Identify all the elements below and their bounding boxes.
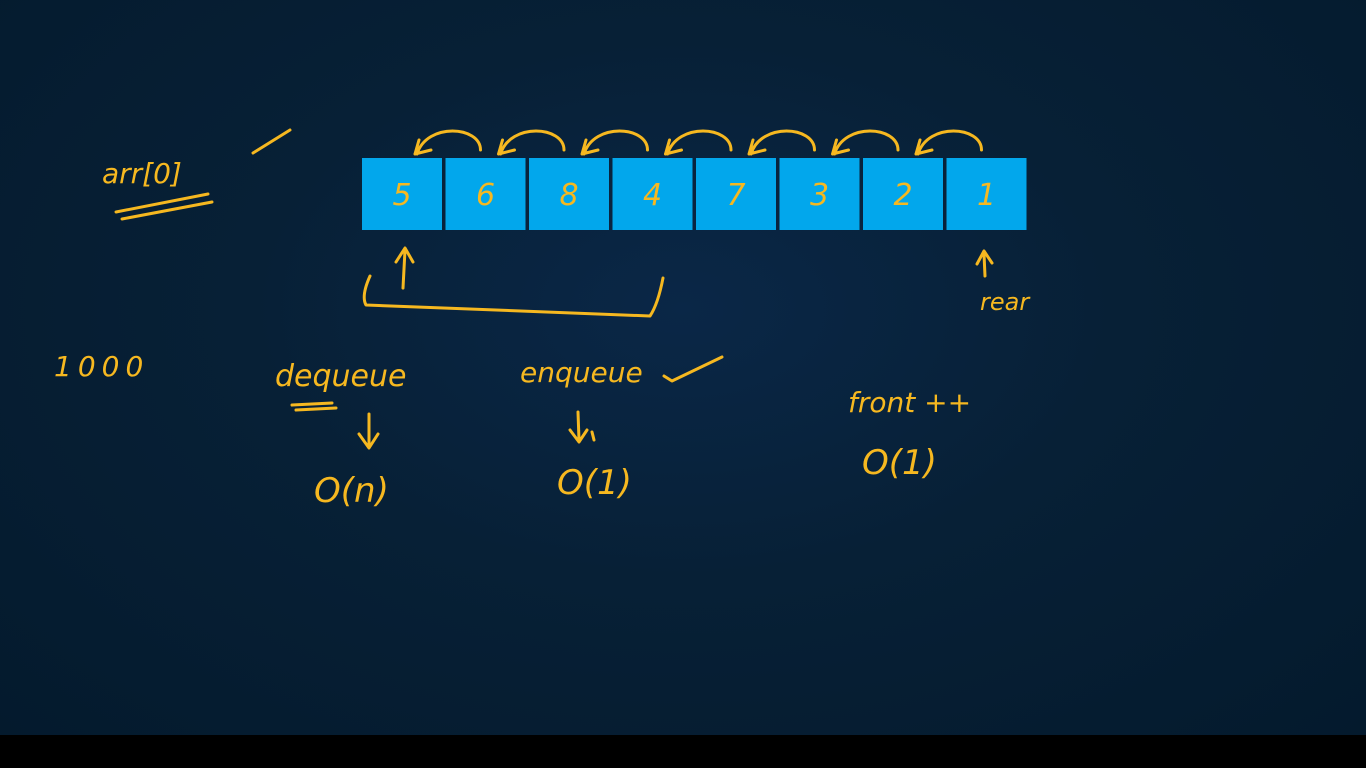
diagram-svg: 5 6 8 4 7 3 2 1 rear arr[0] 1000 dequeue O(n) e…	[54, 128, 1031, 511]
size-label: 1000	[54, 350, 149, 383]
front-complexity: O(1)	[862, 443, 937, 483]
enqueue-complexity: O(1)	[557, 463, 632, 503]
enqueue-down-arrow	[568, 410, 596, 444]
shift-arrow	[413, 129, 482, 156]
array-cell: 6	[445, 158, 526, 230]
front-up-arrow	[394, 246, 415, 290]
arr-tick	[251, 128, 292, 155]
enqueue-tick	[662, 355, 724, 383]
shift-arrow	[580, 129, 649, 156]
dequeue-complexity: O(n)	[314, 471, 389, 511]
shift-arrow	[914, 129, 983, 156]
array-cell-box	[529, 158, 609, 230]
array-cell-box	[863, 158, 943, 230]
array-cell-value: 4	[643, 178, 662, 213]
array-cell-value: 5	[392, 178, 411, 213]
array-cell-value: 3	[810, 178, 829, 213]
array-cell-box	[946, 158, 1027, 230]
shift-arrow	[497, 129, 566, 156]
enqueue-label: enqueue	[520, 356, 643, 389]
shift-arrow	[831, 129, 900, 156]
array-cell-box	[362, 158, 442, 230]
shift-arrows	[413, 129, 983, 156]
front-label: front ++	[848, 386, 971, 419]
array-cell-value: 8	[559, 178, 578, 213]
array-cell-box	[445, 158, 526, 230]
array-cell-value: 2	[893, 178, 912, 213]
dequeue-down-arrow	[357, 412, 380, 450]
array-cell-box	[779, 158, 860, 230]
dequeue-label: dequeue	[275, 359, 406, 394]
array-cell: 5	[362, 158, 442, 230]
array-cell: 1	[946, 158, 1027, 230]
rear-label: rear	[980, 288, 1031, 316]
arr-underline	[114, 192, 214, 221]
array-cell: 2	[863, 158, 943, 230]
shift-arrow	[747, 129, 816, 156]
rear-up-arrow	[975, 249, 994, 278]
array-cell: 3	[779, 158, 860, 230]
whiteboard-canvas: 5 6 8 4 7 3 2 1 rear arr[0] 1000 dequeue O(n) e…	[0, 0, 1366, 735]
front-bracket	[362, 274, 665, 318]
arr-label: arr[0]	[102, 157, 182, 190]
bottom-black-bar	[0, 735, 1366, 768]
array-cell-value: 6	[476, 178, 495, 213]
array-cell-value: 1	[977, 178, 996, 213]
array-cell-box	[612, 158, 693, 230]
array-cell-value: 7	[726, 178, 745, 213]
array-cell-box	[696, 158, 776, 230]
array-cell: 4	[612, 158, 693, 230]
array-cells: 5 6 8 4 7 3 2 1	[362, 158, 1027, 230]
shift-arrow	[664, 129, 733, 156]
array-cell: 8	[529, 158, 609, 230]
array-cell: 7	[696, 158, 776, 230]
dequeue-underline	[290, 401, 338, 412]
